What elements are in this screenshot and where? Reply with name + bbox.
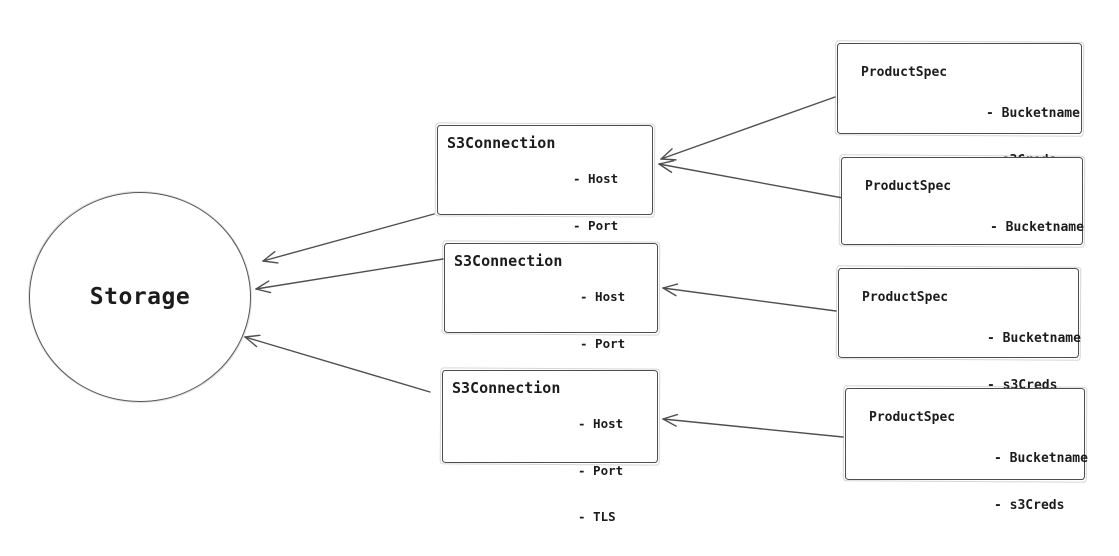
arrow-s3-connection-1-to-storage <box>262 213 435 264</box>
attribute-bucketname: - Bucketname <box>986 106 1080 121</box>
storage-node[interactable]: Storage <box>29 192 251 402</box>
arrow-s3-connection-2-to-storage <box>255 258 444 294</box>
attribute-tls: - TLS <box>578 509 616 524</box>
s3-connection-node-2[interactable]: S3Connection - Host - Port - TLS <box>444 243 658 397</box>
arrow-product-spec-1-to-s3-connection-1 <box>660 96 836 161</box>
product-spec-title: ProductSpec <box>862 290 949 305</box>
diagram-canvas: Storage S3Connection - Host - Port - TLS… <box>0 0 1119 493</box>
s3-connection-title: S3Connection <box>452 379 561 397</box>
product-spec-node-2[interactable]: ProductSpec - Bucketname - s3Creds <box>841 157 1084 282</box>
s3-connection-attributes: - Host - Port - TLS <box>578 385 623 556</box>
product-spec-node-1[interactable]: ProductSpec - Bucketname - s3Creds <box>837 43 1082 168</box>
product-spec-title: ProductSpec <box>869 410 956 425</box>
arrow-product-spec-2-to-s3-connection-1 <box>658 160 844 199</box>
product-spec-title: ProductSpec <box>861 65 948 80</box>
s3-connection-node-3[interactable]: S3Connection - Host - Port - TLS <box>442 370 658 524</box>
attribute-bucketname: - Bucketname <box>987 331 1081 346</box>
product-spec-title: ProductSpec <box>865 179 952 194</box>
attribute-port: - Port <box>573 217 619 233</box>
attribute-bucketname: - Bucketname <box>994 451 1088 466</box>
attribute-host: - Host <box>580 289 626 304</box>
storage-label: Storage <box>89 284 191 310</box>
arrow-s3-connection-3-to-storage <box>244 334 431 393</box>
product-spec-node-3[interactable]: ProductSpec - Bucketname - s3Creds <box>838 268 1081 393</box>
product-spec-node-4[interactable]: ProductSpec - Bucketname - s3Creds <box>845 388 1088 513</box>
attribute-s3creds: - s3Creds <box>994 497 1065 513</box>
s3-connection-node-1[interactable]: S3Connection - Host - Port - TLS <box>437 125 653 279</box>
attribute-port: - Port <box>580 335 626 351</box>
attribute-host: - Host <box>573 171 619 186</box>
s3-connection-title: S3Connection <box>454 252 563 270</box>
attribute-host: - Host <box>578 416 624 431</box>
attribute-bucketname: - Bucketname <box>990 220 1084 235</box>
attribute-port: - Port <box>578 462 624 478</box>
arrow-product-spec-3-to-s3-connection-2 <box>662 283 837 312</box>
product-spec-attributes: - Bucketname - s3Creds <box>994 420 1088 544</box>
s3-connection-title: S3Connection <box>447 134 556 152</box>
arrow-product-spec-4-to-s3-connection-3 <box>662 413 844 438</box>
